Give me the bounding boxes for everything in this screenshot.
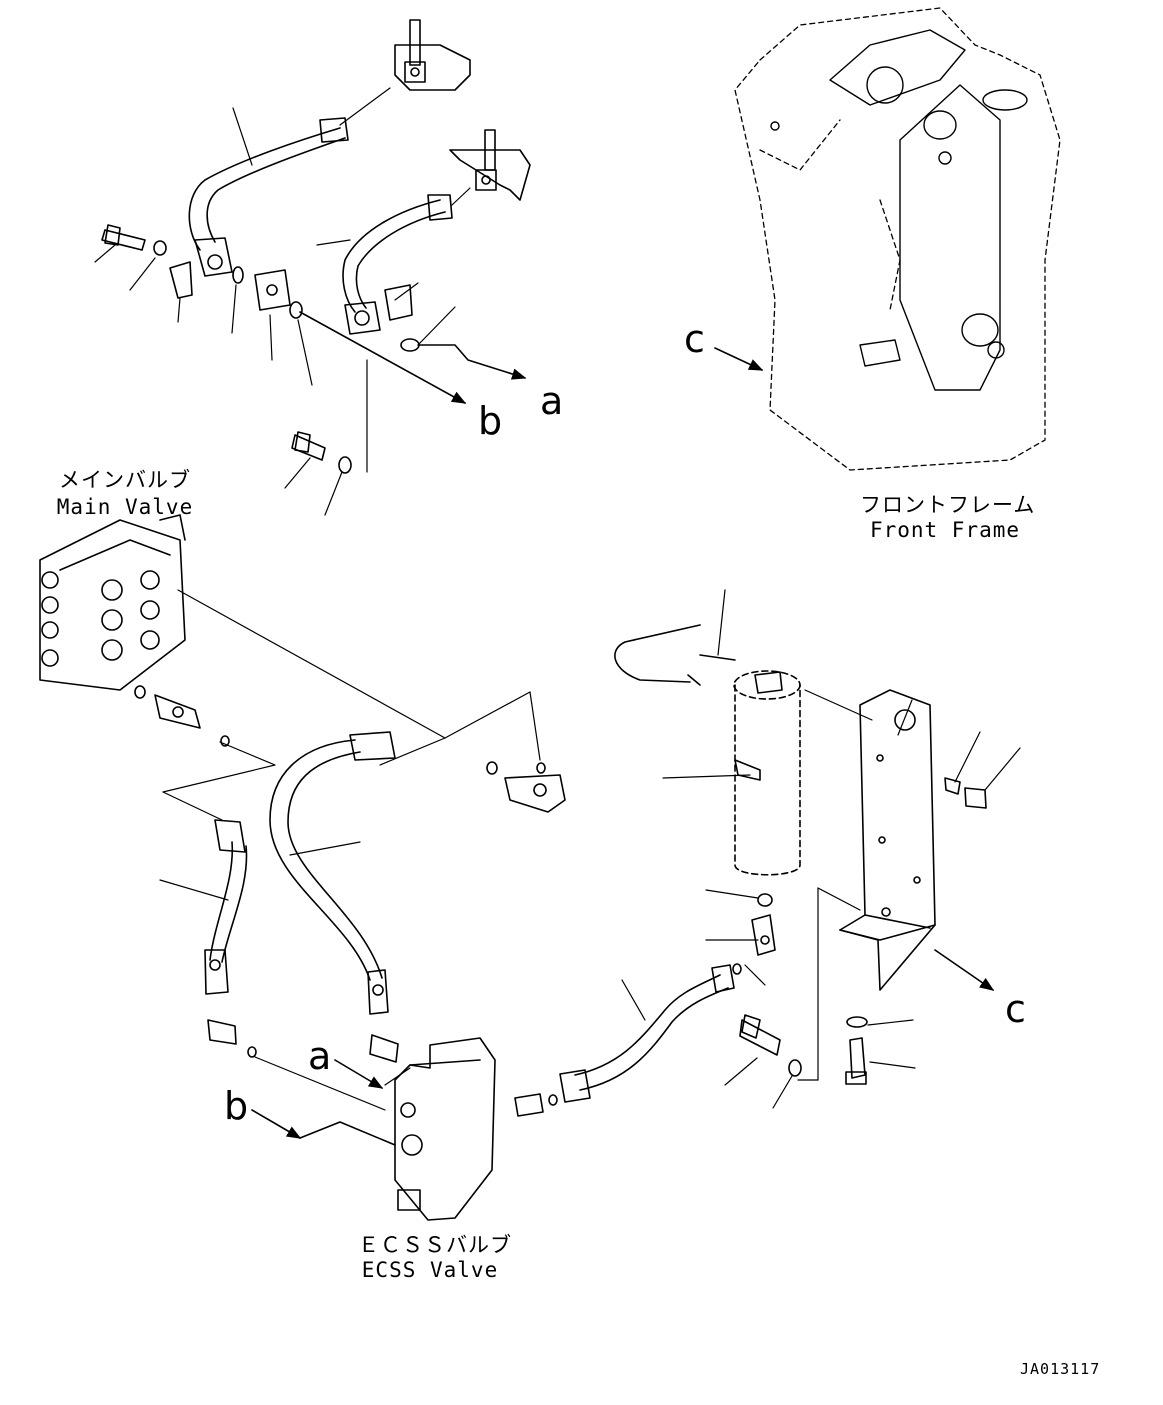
accumulator-top-details [734,671,783,956]
ecss-valve-jp-label: ＥＣＳＳバルブ [358,1233,512,1257]
ecss-valve-en-label: ECSS Valve [361,1258,499,1282]
drawing-code: JA013117 [1020,1360,1101,1378]
mounting-bracket [839,689,987,991]
hose-lower-long [269,731,396,1015]
arrow-ref-b-upper: b [478,399,503,443]
arrow-b-upper [299,311,467,404]
arrow-a-upper [417,344,527,380]
arrow-ref-a-upper: a [540,379,564,423]
front-frame-en-label: Front Frame [869,518,1021,542]
leader-lines-upper [94,87,471,516]
main-valve-fitting [134,685,230,747]
lower-small-parts [207,761,566,1063]
upper-bolts [101,224,420,474]
main-valve-jp-label: メインバルブ [59,468,191,492]
arrow-ref-b-ecss: b [224,1084,249,1128]
lower-right-bolts [739,1014,868,1085]
front-frame-jp-label: フロントフレーム [860,493,1036,517]
main-valve-en-label: Main Valve [56,495,194,519]
accumulator [733,670,801,876]
leader-lines-lower [159,589,1021,1111]
front-frame-outline [734,7,1061,471]
hose-lower-right [514,963,742,1117]
hose-upper-2 [342,194,453,335]
front-frame-bracket [770,29,1028,391]
sensor-cable [614,624,736,686]
hose-upper-1 [188,117,349,277]
ecss-valve-body [394,1037,496,1221]
arrow-b-ecss [251,1109,396,1146]
arrow-a-ecss [334,1059,384,1089]
arrow-ref-c-frame: c [684,317,705,361]
hose-lower-short [204,819,248,995]
arrow-ref-c-bracket: c [1005,987,1026,1031]
arrow-c-bracket [934,949,995,991]
arrow-ref-a-ecss: a [308,1034,332,1078]
upper-pipe-tee-2 [449,129,531,201]
arrow-c-frame [714,347,764,371]
upper-pipe-tee-1 [394,19,471,91]
main-valve-body [39,514,186,691]
